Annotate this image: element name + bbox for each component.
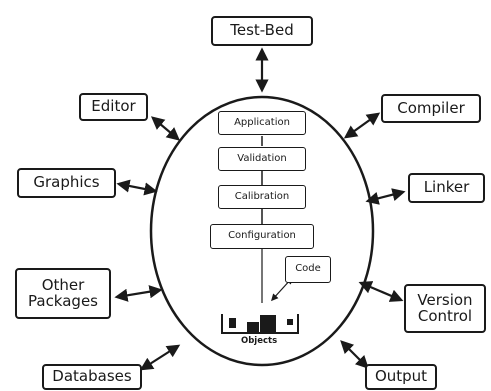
output-box: Output	[365, 364, 437, 390]
compiler-arrow	[343, 112, 381, 139]
compiler-box: Compiler	[381, 94, 481, 123]
code-box: Code	[285, 256, 331, 283]
other-packages-box: Other Packages	[15, 268, 111, 319]
environment-ellipse	[149, 95, 375, 367]
editor-box: Editor	[79, 93, 148, 121]
application-box: Application	[218, 111, 306, 135]
databases-box: Databases	[42, 364, 142, 390]
calibration-box: Calibration	[218, 185, 306, 209]
objects-label: Objects	[241, 336, 278, 346]
output-arrow	[340, 340, 369, 369]
linker-arrow	[365, 188, 406, 205]
validation-box: Validation	[218, 147, 306, 171]
objects-icon	[221, 314, 299, 334]
configuration-box: Configuration	[210, 224, 314, 249]
graphics-arrow	[116, 179, 158, 196]
version-control-box: Version Control	[404, 284, 486, 333]
databases-arrow	[139, 344, 181, 371]
version-control-arrow	[358, 281, 404, 302]
graphics-box: Graphics	[17, 168, 116, 198]
linker-box: Linker	[408, 173, 485, 203]
test-bed-box: Test-Bed	[211, 16, 313, 46]
editor-arrow	[150, 116, 181, 141]
other-packages-arrow	[114, 285, 163, 302]
